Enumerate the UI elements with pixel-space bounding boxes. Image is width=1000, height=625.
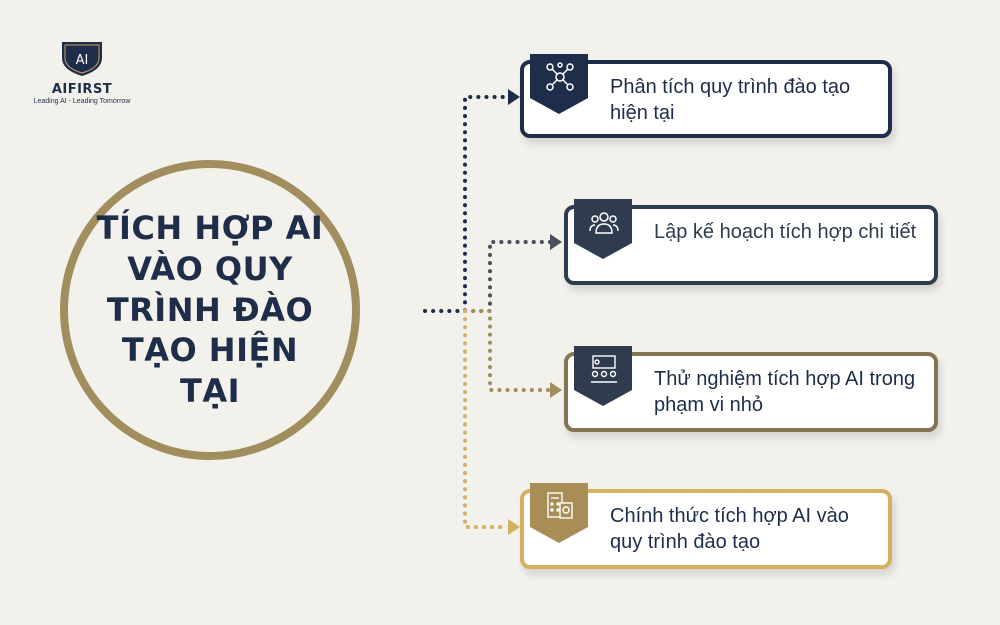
connector-step-3 xyxy=(463,309,552,392)
step-badge-2 xyxy=(574,199,632,261)
brand-logo: AI AIFIRST Leading AI - Leading Tomorrow xyxy=(22,38,142,105)
brand-name: AIFIRST xyxy=(51,82,113,97)
shield-logo-icon: AI xyxy=(62,42,102,76)
team-icon xyxy=(589,212,619,234)
step-badge-4 xyxy=(530,483,588,545)
arrow-step-4 xyxy=(508,519,520,535)
arrow-step-2 xyxy=(550,234,562,250)
presentation-icon xyxy=(591,355,617,383)
connector-step-4 xyxy=(463,309,510,529)
calculator-document-icon xyxy=(547,492,573,519)
step-text-4: Chính thức tích hợp AI vào quy trình đào… xyxy=(610,505,849,553)
step-text-1: Phân tích quy trình đào tạo hiện tại xyxy=(610,76,851,124)
step-card-4: Chính thức tích hợp AI vào quy trình đào… xyxy=(520,483,892,569)
logo-mark: AI xyxy=(76,53,89,68)
step-text-2: Lập kế hoạch tích hợp chi tiết xyxy=(654,221,917,243)
arrow-step-3 xyxy=(550,382,562,398)
arrow-step-1 xyxy=(508,89,520,105)
center-circle: TÍCH HỢP AI VÀO QUY TRÌNH ĐÀO TẠO HIỆN T… xyxy=(60,160,360,460)
step-badge-3 xyxy=(574,346,632,408)
center-title: TÍCH HỢP AI VÀO QUY TRÌNH ĐÀO TẠO HIỆN T… xyxy=(96,208,324,411)
network-people-icon xyxy=(546,62,574,91)
step-card-3: Thử nghiệm tích hợp AI trong phạm vi nhỏ xyxy=(564,346,938,432)
brand-tagline: Leading AI - Leading Tomorrow xyxy=(33,98,131,105)
connector-step-1 xyxy=(423,95,510,313)
step-badge-1 xyxy=(530,54,588,116)
step-text-3: Thử nghiệm tích hợp AI trong phạm vi nhỏ xyxy=(654,368,916,416)
step-card-2: Lập kế hoạch tích hợp chi tiết xyxy=(564,199,938,285)
connector-step-2 xyxy=(463,240,552,313)
step-card-1: Phân tích quy trình đào tạo hiện tại xyxy=(520,54,892,138)
